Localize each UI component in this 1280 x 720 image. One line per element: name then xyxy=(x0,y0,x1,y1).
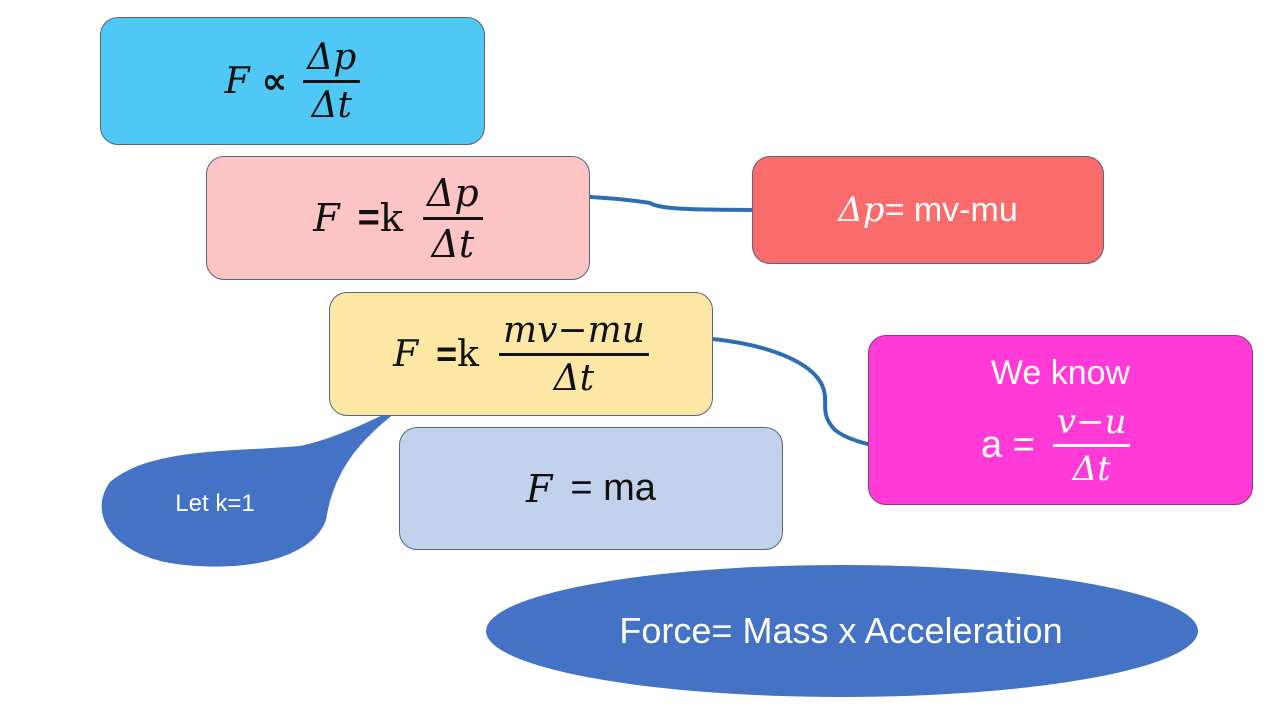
constant-k: k xyxy=(379,196,403,240)
equals-sign: = xyxy=(436,333,458,374)
acceleration-definition-box: We know a = v−u Δt xyxy=(868,335,1253,505)
summary-label: Force= Mass x Acceleration xyxy=(619,610,1063,651)
fraction-numerator: Δp xyxy=(307,36,357,78)
acceleration-lhs: a = xyxy=(981,424,1035,466)
force-symbol: F xyxy=(313,196,340,240)
force-symbol: F xyxy=(393,333,419,375)
summary-ellipse xyxy=(486,565,1198,697)
delta-p-symbol: Δp xyxy=(838,190,885,230)
fraction-denominator: Δt xyxy=(553,357,595,399)
constant-k: k xyxy=(457,333,479,375)
callout-label: Let k=1 xyxy=(175,490,255,517)
newton-law-expression: = ma xyxy=(570,467,656,509)
fraction-denominator: Δt xyxy=(1072,449,1111,489)
fraction-bar xyxy=(1052,444,1131,447)
expanded-formula-box: F = k mv−mu Δt xyxy=(329,292,713,416)
fraction-numerator: v−u xyxy=(1056,402,1127,442)
fraction: Δp Δt xyxy=(422,170,483,266)
fraction-bar xyxy=(498,352,649,356)
force-symbol: F xyxy=(526,466,553,511)
newton-second-law-box: F = ma xyxy=(399,427,783,550)
callout-shape xyxy=(101,382,442,567)
acceleration-equation: a = v−u Δt xyxy=(981,402,1131,489)
force-symbol: F xyxy=(224,60,250,102)
proportional-formula-box: F ∝ Δp Δt xyxy=(100,17,485,145)
momentum-change-box: Δp = mv-mu xyxy=(752,156,1104,264)
fraction: v−u Δt xyxy=(1052,402,1131,489)
fraction-numerator: Δp xyxy=(426,170,479,215)
fraction-denominator: Δt xyxy=(431,221,475,266)
fraction-bar xyxy=(422,216,483,220)
fraction-denominator: Δt xyxy=(311,84,353,126)
momentum-change-expression: = mv-mu xyxy=(884,190,1018,229)
equals-sign: = xyxy=(357,196,380,239)
fraction-bar xyxy=(303,79,361,83)
fraction: Δp Δt xyxy=(303,36,361,126)
constant-formula-box: F = k Δp Δt xyxy=(206,156,590,280)
proportional-symbol: ∝ xyxy=(261,60,288,101)
fraction: mv−mu Δt xyxy=(498,309,649,399)
fraction-numerator: mv−mu xyxy=(502,309,645,351)
we-know-heading: We know xyxy=(990,354,1131,392)
